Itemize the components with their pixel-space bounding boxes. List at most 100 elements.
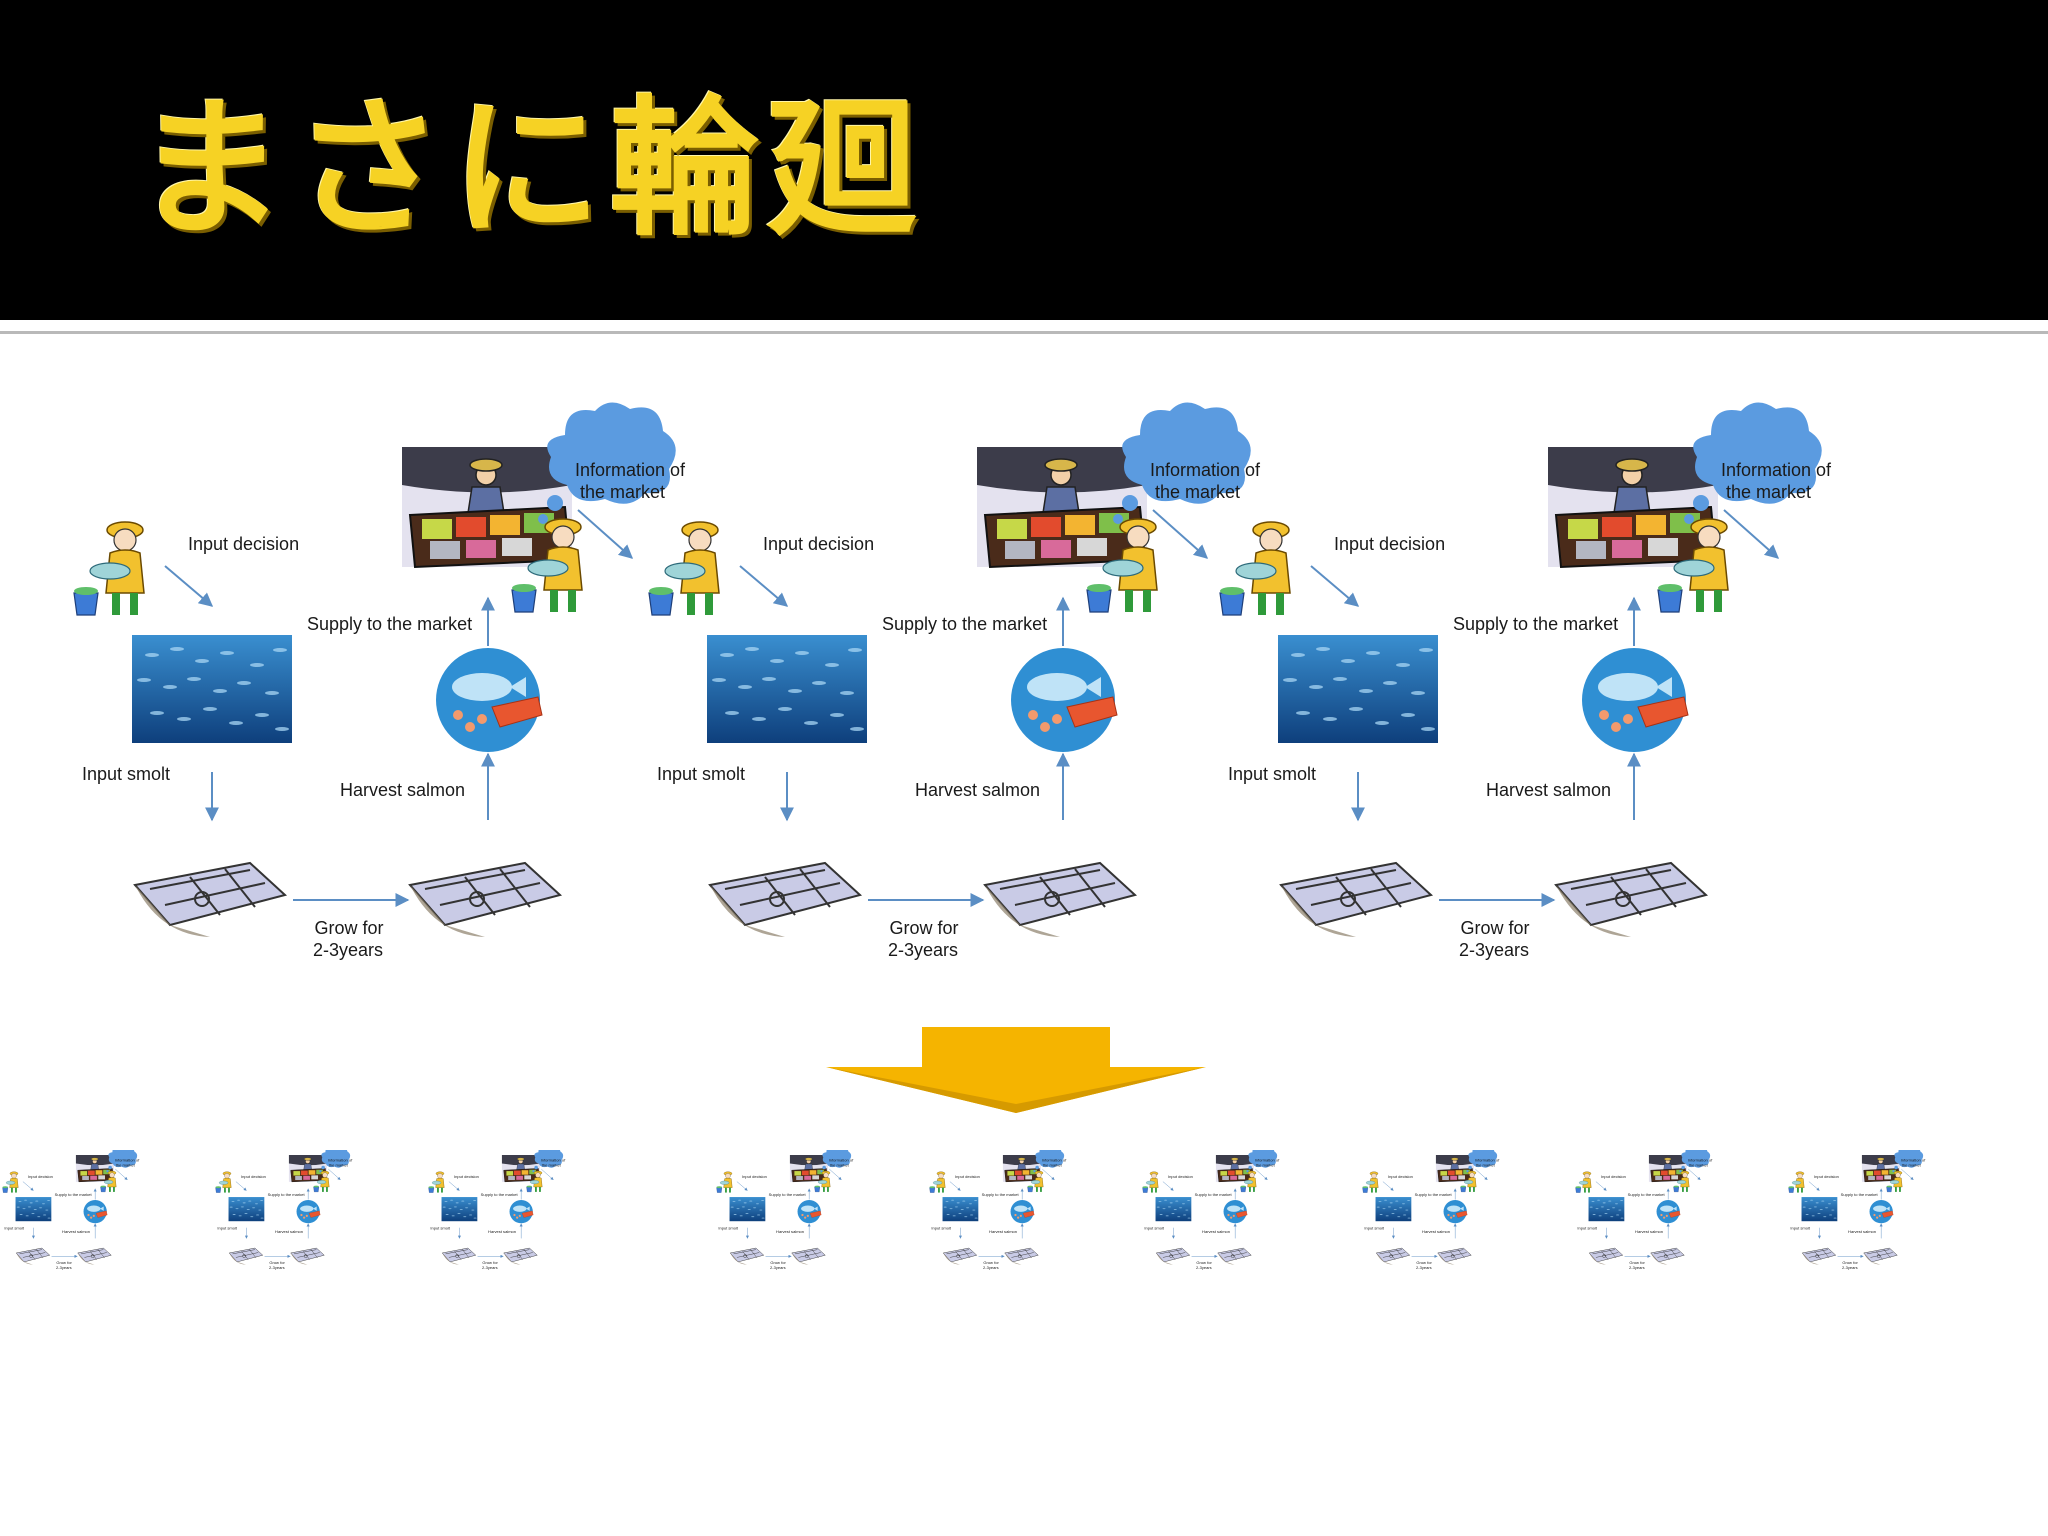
harvest-salmon-label: Harvest salmon (776, 1229, 805, 1234)
harvest-fish-icon (509, 1199, 534, 1224)
input-smolt-label: Input smolt (430, 1225, 451, 1231)
input-smolt-label: Input smolt (931, 1225, 952, 1231)
supply-to-market-label: Supply to the market (54, 1192, 92, 1197)
small-cycle: Input decision Supply to the market Inpu… (700, 1150, 877, 1301)
input-decision-label: Input decision (1168, 1174, 1193, 1179)
fisherman-icon (511, 518, 583, 613)
fish-pen-icon (408, 861, 563, 937)
fish-pen-icon (228, 1247, 264, 1265)
grow-for-label: Grow for (482, 1260, 498, 1265)
fisherman-icon (1086, 518, 1158, 613)
small-diagram-row: Input decision Supply to the market Inpu… (0, 1150, 2048, 1390)
fish-school-photo (1801, 1197, 1838, 1222)
harvest-salmon-label: Harvest salmon (1202, 1229, 1231, 1234)
divider-line (0, 331, 2048, 334)
thought-cloud-icon (1466, 1150, 1498, 1173)
grow-for-label: Grow for (56, 1260, 72, 1265)
thought-cloud-icon (1892, 1150, 1924, 1173)
fisherman-icon (1788, 1171, 1805, 1193)
amount-label: amount (1075, 1158, 1089, 1164)
supply-to-market-label: Supply to the market (882, 614, 1048, 634)
information-of-label: Information of (1900, 1157, 1926, 1163)
information-of-label: Information of (1721, 460, 1832, 480)
supply-to-market-label: Supply to the market (1627, 1192, 1665, 1197)
the-market-label: the market (1901, 1162, 1921, 1168)
the-market-label: the market (1155, 482, 1241, 502)
decide-label: Decide (574, 1150, 587, 1153)
grow-for-label: Grow for (1842, 1260, 1858, 1265)
market-stall-icon (789, 1154, 828, 1183)
market-stall-icon (1861, 1154, 1900, 1183)
amount-label: amount (148, 1158, 162, 1164)
the-market-label: the market (115, 1162, 135, 1168)
information-of-label: Information of (114, 1157, 140, 1163)
cycle-arrows (736, 1168, 842, 1258)
fish-school-photo (729, 1197, 766, 1222)
market-stall-icon (1548, 447, 1718, 569)
input-decision-label: Input decision (1814, 1174, 1839, 1179)
grow-years-label: 2-3years (482, 1265, 498, 1270)
fisherman-icon (1886, 1170, 1903, 1193)
fisherman-icon (1240, 1170, 1257, 1193)
market-stall-icon (75, 1154, 114, 1183)
grow-years-label: 2-3years (1842, 1265, 1858, 1270)
fish-school-photo (707, 635, 867, 743)
harvest-fish-icon (1443, 1199, 1468, 1224)
next-input-label: next input (1293, 441, 1367, 460)
thought-cloud-icon (820, 1150, 852, 1173)
harvest-fish-icon (83, 1199, 108, 1224)
supply-to-market-label: Supply to the market (1453, 614, 1619, 634)
market-stall-icon (1435, 1154, 1474, 1183)
harvest-salmon-label: Harvest salmon (915, 780, 1041, 800)
fish-pen-icon (77, 1247, 112, 1265)
the-market-label: the market (1475, 1162, 1495, 1168)
small-cycle: Input decision Supply to the market Inpu… (1346, 1150, 1523, 1301)
grow-for-label: Grow for (889, 918, 959, 938)
information-of-label: Information of (540, 1157, 566, 1163)
input-smolt-label: Input smolt (4, 1225, 25, 1231)
next-input-label: next input (146, 1153, 164, 1158)
the-market-label: the market (541, 1162, 561, 1168)
thought-cloud-icon (1679, 1150, 1711, 1173)
the-market-label: the market (1688, 1162, 1708, 1168)
amount-label: amount (1872, 464, 1930, 483)
fish-pen-icon (1004, 1247, 1039, 1265)
amount-label: amount (862, 1158, 876, 1164)
grow-for-label: Grow for (269, 1260, 285, 1265)
harvest-fish-icon (1011, 648, 1118, 752)
fisherman-icon (1219, 521, 1291, 616)
harvest-salmon-label: Harvest salmon (488, 1229, 517, 1234)
harvest-salmon-label: Harvest salmon (1848, 1229, 1877, 1234)
fish-pen-icon (1554, 861, 1709, 937)
next-input-label: next input (1286, 1153, 1304, 1158)
thought-cloud-icon (1033, 1150, 1065, 1173)
fisherman-icon (1027, 1170, 1044, 1193)
fish-pen-icon (15, 1247, 51, 1265)
the-market-label: the market (580, 482, 666, 502)
amount-label: amount (1288, 1158, 1302, 1164)
small-cycle: Input decision Supply to the market Inpu… (1126, 1150, 1303, 1301)
thought-cloud-icon (538, 402, 676, 524)
cycle-arrows (1808, 1168, 1914, 1258)
next-input-label: next input (572, 1153, 590, 1158)
harvest-fish-icon (1656, 1199, 1681, 1224)
grow-years-label: 2-3years (1629, 1265, 1645, 1270)
input-smolt-label: Input smolt (1577, 1225, 1598, 1231)
harvest-fish-icon (1869, 1199, 1894, 1224)
grow-years-label: 2-3years (269, 1265, 285, 1270)
cycle-arrows (22, 1168, 128, 1258)
input-decision-label: Input decision (1601, 1174, 1626, 1179)
thought-cloud-icon (1246, 1150, 1278, 1173)
fisherman-icon (648, 521, 720, 616)
fish-pen-icon (1375, 1247, 1411, 1265)
grow-years-label: 2-3years (1196, 1265, 1212, 1270)
harvest-salmon-label: Harvest salmon (989, 1229, 1018, 1234)
grow-years-label: 2-3years (887, 940, 959, 960)
fisherman-icon (1460, 1170, 1477, 1193)
input-smolt-label: Input smolt (718, 1225, 739, 1231)
harvest-salmon-label: Harvest salmon (340, 780, 466, 800)
amount-label: amount (726, 464, 784, 483)
fish-pen-icon (1650, 1247, 1685, 1265)
